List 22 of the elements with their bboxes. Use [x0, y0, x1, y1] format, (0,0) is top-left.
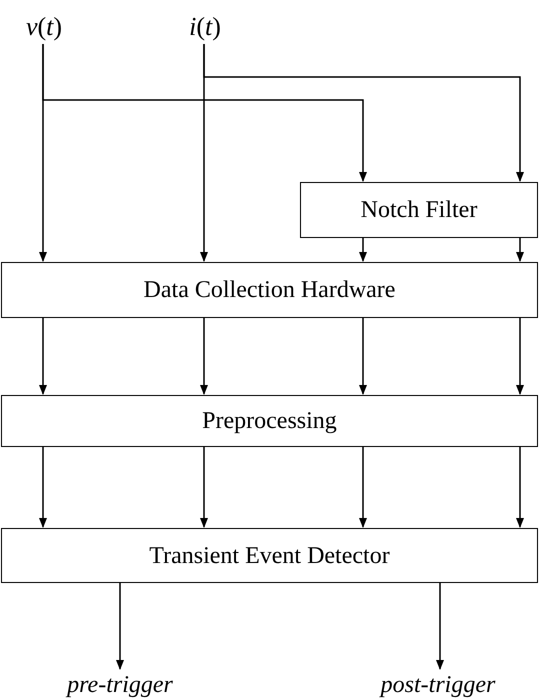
arrow	[359, 447, 367, 528]
arrow	[516, 447, 524, 528]
process-box: Transient Event Detector	[1, 528, 538, 583]
arrow	[359, 318, 367, 395]
signal-label: v(t)	[16, 8, 72, 44]
arrow	[516, 318, 524, 395]
process-box: Preprocessing	[1, 395, 538, 447]
arrow	[42, 44, 367, 182]
signal-label: pre-trigger	[20, 670, 220, 700]
arrow	[203, 44, 524, 182]
arrow	[39, 318, 47, 395]
arrow	[200, 318, 208, 395]
signal-label: i(t)	[178, 8, 232, 44]
arrow	[200, 447, 208, 528]
arrow	[516, 238, 524, 262]
arrow	[116, 583, 124, 670]
arrow	[359, 238, 367, 262]
process-box: Data Collection Hardware	[1, 262, 538, 318]
signal-label: post-trigger	[336, 670, 540, 700]
arrow	[39, 447, 47, 528]
arrow	[436, 583, 444, 670]
process-box: Notch Filter	[300, 182, 538, 238]
